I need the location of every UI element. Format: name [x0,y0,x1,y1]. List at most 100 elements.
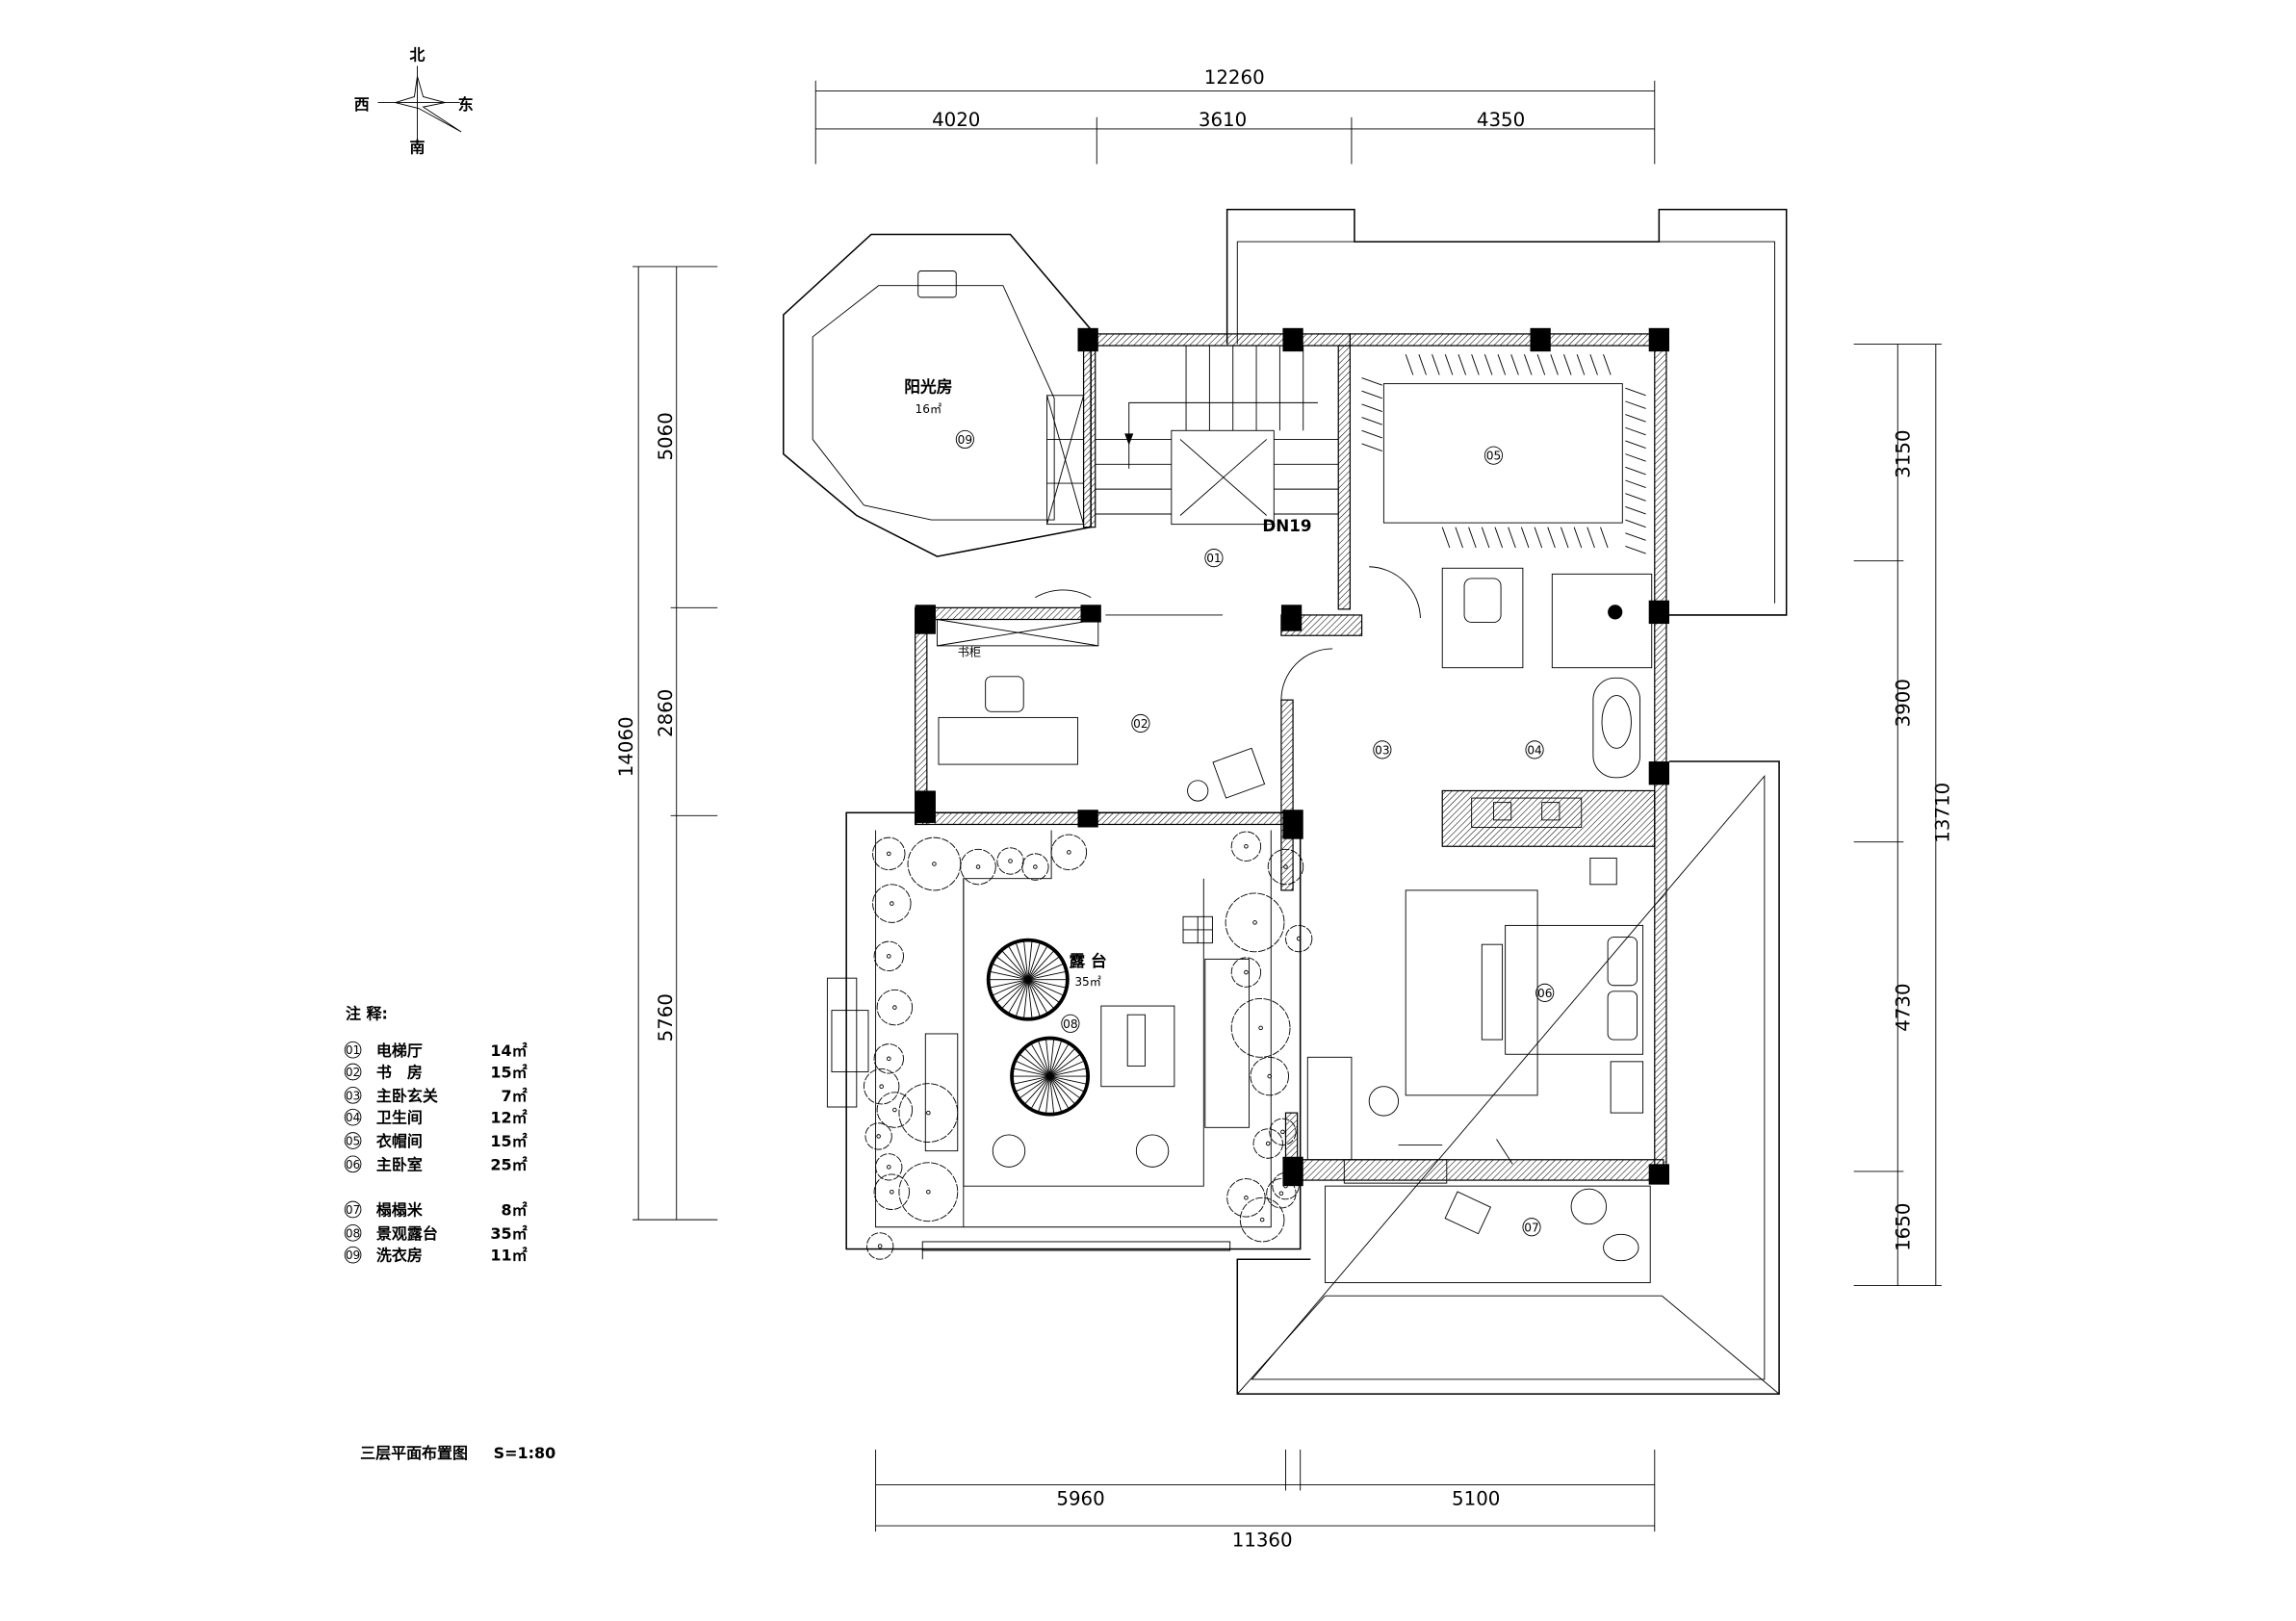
dim-bottom-1: 5960 [1056,1488,1104,1510]
dim-bottom-2: 5100 [1452,1488,1500,1510]
legend-room-name: 卫生间 [376,1109,423,1127]
room-number: 02 [1133,717,1148,731]
dimension-lines: 12260 4020 3610 4350 14060 5060 2860 576… [615,66,1953,1552]
tree-icon [872,884,912,923]
tree-icon [876,989,914,1026]
legend-room-area: 14㎡ [490,1042,527,1060]
dim-left-2: 2860 [655,689,677,737]
legend-room-name: 洗衣房 [376,1247,423,1265]
compass-west: 西 [354,95,370,114]
tree-icon [872,836,906,871]
compass-south: 南 [410,138,426,156]
room-number: 04 [1527,743,1542,757]
legend-room-name: 主卧玄关 [376,1087,438,1105]
tree-icon [1269,1118,1297,1146]
legend-room-area: 15㎡ [490,1132,527,1150]
room-number: 09 [958,433,972,447]
nightstand-lamp [1589,857,1617,886]
legend-number-circle [344,1063,362,1081]
drawing-title: 三层平面布置图 [360,1444,468,1462]
tree-icon [1230,831,1262,862]
dim-top-total: 12260 [1204,66,1265,89]
rug [1405,889,1538,1096]
legend-number: 07 [346,1203,360,1217]
dim-bottom-total: 11360 [1232,1529,1293,1551]
room-number-circle [1535,983,1555,1002]
dim-top-1: 4020 [932,109,980,131]
legend-title: 注 释: [346,1005,388,1023]
tree-icon [1230,957,1262,988]
compass-east: 东 [458,95,474,114]
tree-icon [1250,1056,1289,1096]
legend-room-area: 15㎡ [490,1064,527,1082]
room-number: 01 [1206,552,1221,565]
tree-icon [1272,1172,1300,1200]
toilet-icon [1463,578,1502,624]
room-number-circle [1522,1218,1541,1237]
legend-number: 06 [346,1158,360,1171]
bookcase-label: 书柜 [958,646,981,659]
terrace: 露 台 35㎡ [826,811,1313,1260]
dim-left-1: 5060 [655,412,677,460]
stair-note: DN19 [1262,516,1311,535]
legend-number: 08 [346,1226,360,1240]
room-number-circle [1061,1014,1080,1033]
legend-room-area: 7㎡ [501,1087,527,1105]
tree-icon [960,848,996,886]
legend-number-circle [344,1041,362,1059]
dim-left-total: 14060 [615,716,637,777]
legend-number-circle [344,1087,362,1104]
dim-right-2: 3900 [1892,679,1914,727]
legend-room-area: 35㎡ [490,1224,527,1243]
desk [938,716,1078,765]
legend-room-name: 书 房 [376,1064,423,1082]
bathtub-icon [1592,677,1641,779]
room-number: 07 [1524,1221,1538,1234]
legend-number-circle [344,1223,362,1242]
tree-icon [1285,924,1313,953]
dim-right-4: 1650 [1892,1203,1914,1251]
tree-icon [1252,1128,1283,1159]
tree-icon [996,847,1024,875]
tree-icon [876,1092,914,1128]
legend-room-name: 衣帽间 [376,1132,423,1150]
legend-number-circle [344,1132,362,1149]
room-number-circle [1525,740,1544,759]
tree-icon [863,1068,900,1105]
room-number-circle [1373,740,1392,759]
legend-room-area: 11㎡ [490,1247,527,1265]
dim-right-total: 13710 [1932,783,1954,843]
legend-number: 03 [346,1089,360,1102]
legend-number: 04 [346,1111,361,1124]
room-number: 05 [1486,450,1501,463]
tatami-room [1325,1145,1651,1283]
sunroom-name: 阳光房 [904,377,952,397]
legend-number-circle [344,1200,362,1219]
shower-icon [1551,573,1653,669]
tree-icon [1267,848,1304,886]
tree-icon [866,1232,894,1260]
terrace-name: 露 台 [1070,951,1107,970]
tree-icon [864,1122,892,1150]
tree-icon [1021,853,1049,881]
room-number-circle [1483,446,1504,465]
dim-right-3: 4730 [1892,983,1914,1031]
tree-icon [1230,997,1291,1058]
room-number: 06 [1537,987,1552,1000]
legend-room-name: 主卧室 [376,1155,423,1173]
laundry-sink-icon [917,270,957,298]
tree-icon [907,836,962,891]
master-bedroom [1306,857,1644,1165]
roof-outlines [1225,208,1788,1395]
legend-number-circle [344,1108,362,1126]
vanity-icon [1471,797,1583,828]
tree-icon [873,1173,911,1210]
